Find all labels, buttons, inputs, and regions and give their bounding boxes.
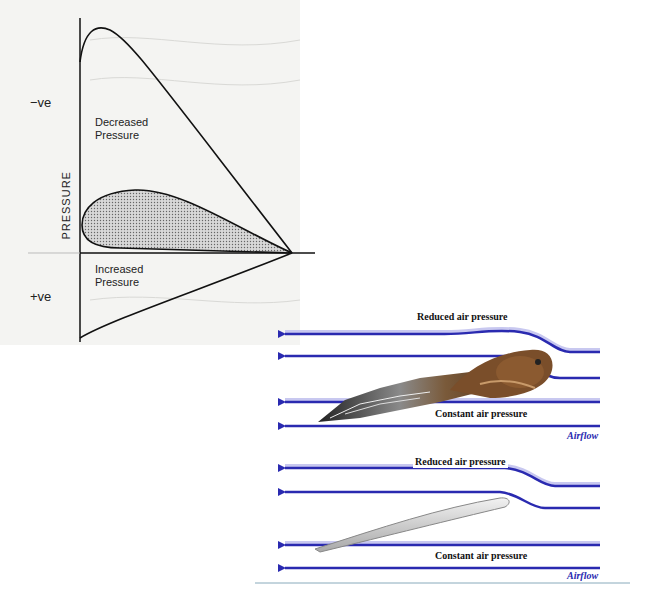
pressure-label: Constant air pressure (433, 408, 529, 420)
axis-title: PRESSURE (60, 171, 73, 240)
pressure-label: Reduced air pressure (415, 311, 510, 323)
region-label: Increased Pressure (95, 263, 165, 288)
pressure-label: Reduced air pressure (413, 456, 508, 468)
region-label: Decreased Pressure (95, 116, 165, 141)
axis-sign: +ve (30, 290, 51, 305)
pressure-label: Constant air pressure (433, 550, 529, 562)
axis-sign: −ve (30, 96, 51, 111)
airflow-label: Airflow (565, 570, 600, 582)
airflow-label: Airflow (565, 430, 600, 442)
